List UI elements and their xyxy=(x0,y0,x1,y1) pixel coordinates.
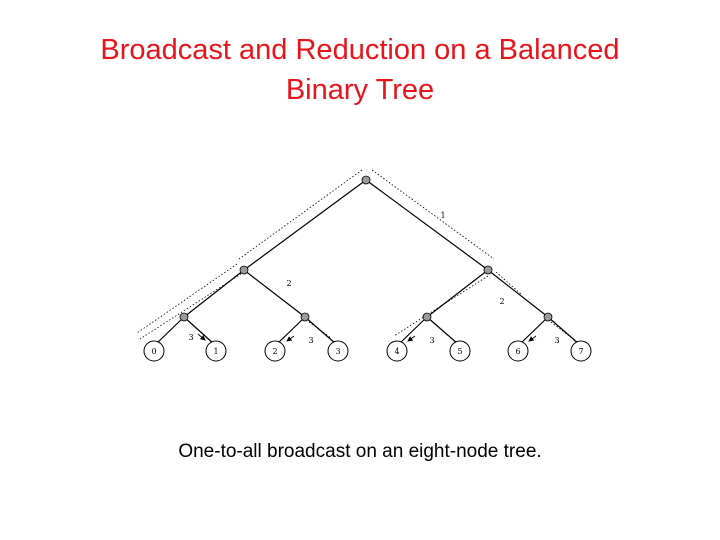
leaf-label-5: 5 xyxy=(457,347,462,356)
edge-to-leaf-6 xyxy=(519,316,549,345)
leaf-labels: 0 1 2 3 4 5 6 7 xyxy=(151,347,583,356)
slide-title-line-2: Binary Tree xyxy=(285,74,435,106)
step-label-root: 1 xyxy=(440,211,445,220)
step-arrow-2 xyxy=(286,335,295,342)
step-label-leaf-1: 3 xyxy=(188,333,193,342)
dotted-path-right-subtree xyxy=(393,275,489,337)
leaf-label-4: 4 xyxy=(394,347,399,356)
dotted-path-left-subtree xyxy=(136,263,238,334)
internal-node-ll xyxy=(179,312,189,322)
leaf-node-2 xyxy=(264,340,286,362)
step-arrow-3 xyxy=(407,335,416,342)
step-arrows xyxy=(197,333,537,342)
edge-to-leaf-3 xyxy=(304,316,337,345)
leaf-node-4 xyxy=(386,340,408,362)
edge-root-left xyxy=(243,179,367,271)
leaf-node-6 xyxy=(507,340,529,362)
figure-caption: One-to-all broadcast on an eight-node tr… xyxy=(178,441,542,462)
edge-to-leaf-1 xyxy=(183,316,215,345)
leaf-node-5 xyxy=(449,340,471,362)
step-label-leaf-5: 3 xyxy=(429,336,434,345)
dotted-path-root-right xyxy=(371,169,495,260)
internal-node-right xyxy=(483,265,493,275)
edge-r-rr xyxy=(487,269,549,318)
step-label-left-level2: 2 xyxy=(286,279,291,288)
tree-edges xyxy=(155,179,580,345)
step-label-leaf-3: 3 xyxy=(308,336,313,345)
root-node xyxy=(361,175,371,185)
step-labels: 1 2 2 3 3 3 3 xyxy=(188,211,559,345)
internal-nodes xyxy=(179,175,553,322)
slide-title: Broadcast and Reduction on a Balanced Bi… xyxy=(0,30,720,110)
edge-l-lr xyxy=(243,269,306,318)
leaf-label-6: 6 xyxy=(515,347,520,356)
slide-title-line-1: Broadcast and Reduction on a Balanced xyxy=(100,34,620,66)
leaf-node-3 xyxy=(327,340,349,362)
edge-r-rl xyxy=(426,269,489,318)
leaf-node-7 xyxy=(570,340,592,362)
edge-root-right xyxy=(365,179,489,271)
edge-to-leaf-2 xyxy=(276,316,306,345)
step-arrow-4 xyxy=(528,335,537,342)
internal-node-left xyxy=(239,265,249,275)
dotted-path-node-3 xyxy=(308,321,332,339)
step-arrow-1 xyxy=(197,333,206,341)
leaf-node-0 xyxy=(143,340,165,362)
leaf-label-7: 7 xyxy=(578,347,583,356)
edge-to-leaf-0 xyxy=(155,316,185,345)
step-label-right-level2: 2 xyxy=(499,297,504,306)
edge-to-leaf-4 xyxy=(398,316,428,345)
broadcast-paths xyxy=(136,169,573,340)
dotted-path-right-edge xyxy=(495,271,522,295)
internal-node-rl xyxy=(422,312,432,322)
edge-to-leaf-5 xyxy=(426,316,459,345)
internal-node-lr xyxy=(300,312,310,322)
internal-node-rr xyxy=(543,312,553,322)
leaf-node-1 xyxy=(205,340,227,362)
edge-l-ll xyxy=(183,269,245,318)
step-label-leaf-7: 3 xyxy=(554,336,559,345)
leaf-label-3: 3 xyxy=(335,347,340,356)
leaf-label-2: 2 xyxy=(272,347,277,356)
leaf-nodes xyxy=(143,340,592,362)
dotted-path-root-left xyxy=(238,169,363,260)
edge-to-leaf-7 xyxy=(547,316,580,345)
leaf-label-1: 1 xyxy=(213,347,218,356)
leaf-label-0: 0 xyxy=(151,347,156,356)
